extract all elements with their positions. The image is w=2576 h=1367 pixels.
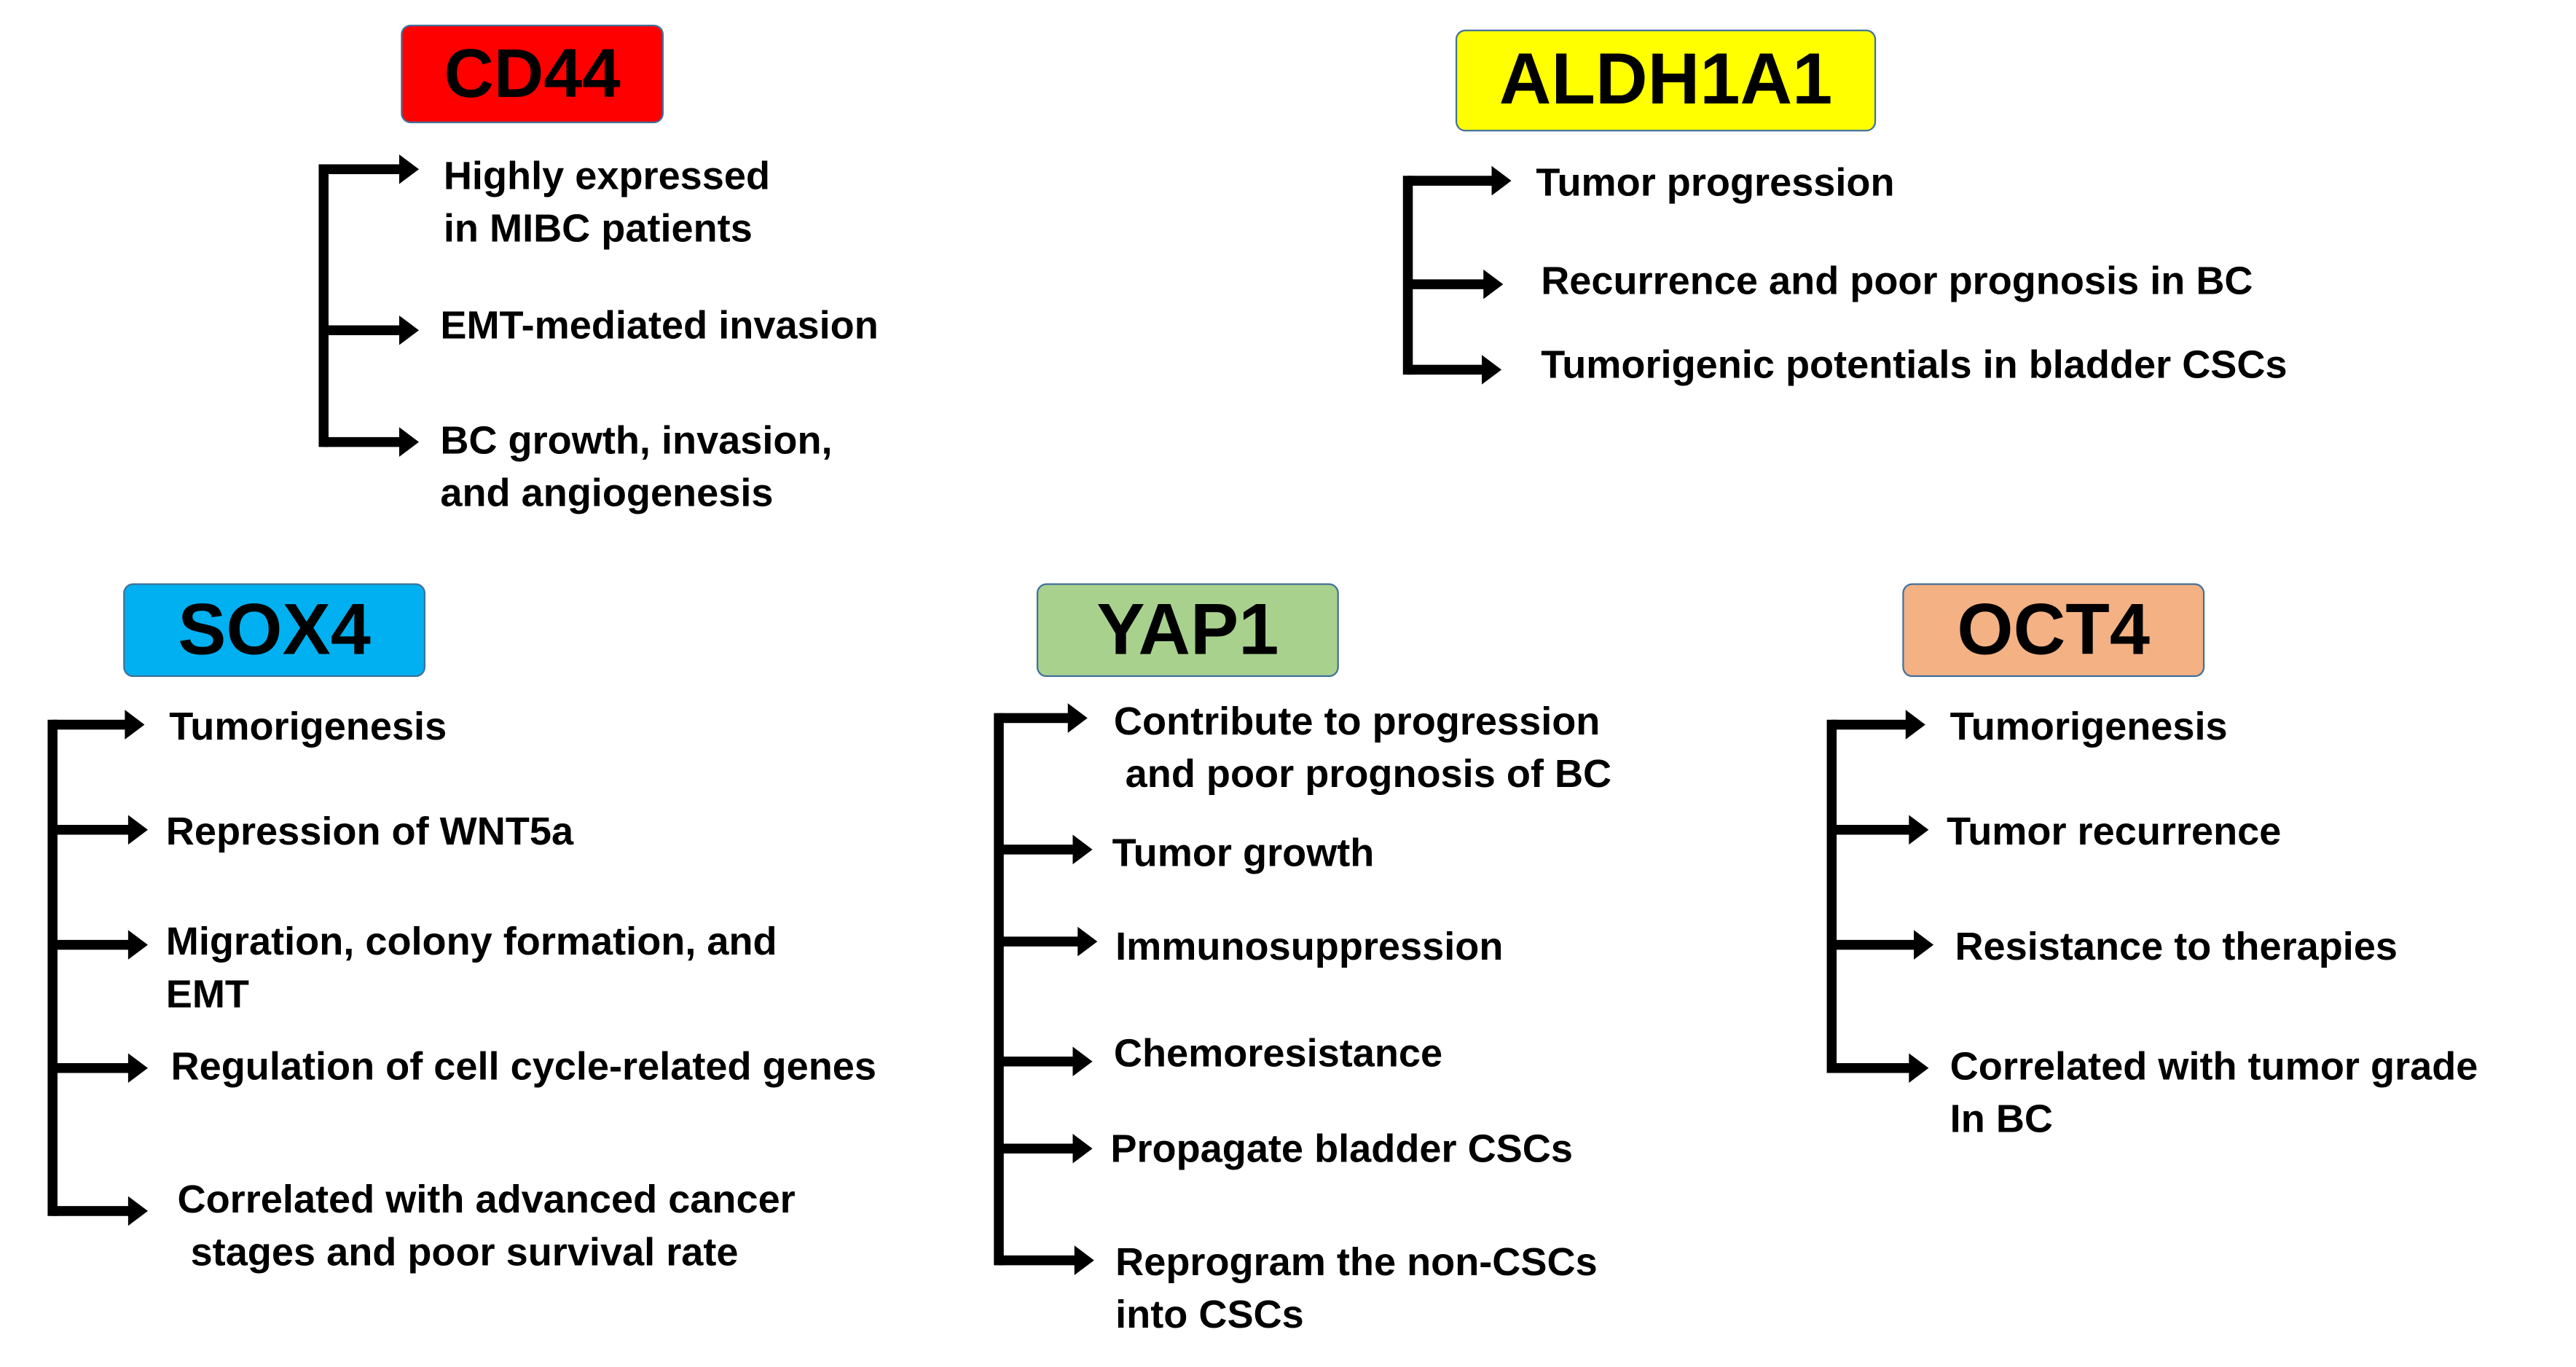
sox4-arrowhead-4: [127, 1053, 148, 1084]
oct4-item-4: Correlated with tumor grade In BC: [1949, 1045, 2478, 1143]
yap1-arrowhead-5: [1072, 1133, 1093, 1164]
oct4-item-3: Resistance to therapies: [1955, 925, 2398, 970]
aldh1a1-box: ALDH1A1: [1455, 29, 1877, 132]
aldh1a1-label: ALDH1A1: [1499, 39, 1833, 120]
yap1-box: YAP1: [1036, 583, 1339, 678]
yap1-item-3: Immunosuppression: [1115, 925, 1504, 970]
yap1-item-5: Propagate bladder CSCs: [1110, 1127, 1573, 1172]
yap1-label: YAP1: [1096, 589, 1279, 670]
yap1-item-4: Chemoresistance: [1113, 1032, 1443, 1077]
oct4-arrowhead-2: [1909, 815, 1929, 845]
sox4-arrowhead-1: [125, 710, 145, 740]
yap1-arrowhead-4: [1072, 1046, 1093, 1077]
sox4-box: SOX4: [123, 583, 426, 678]
sox4-item-2: Repression of WNT5a: [165, 810, 574, 855]
oct4-label: OCT4: [1957, 589, 2151, 670]
oct4-item-1: Tumorigenesis: [1949, 705, 2228, 750]
yap1-arrowhead-6: [1074, 1245, 1094, 1275]
aldh1a1-arrowhead-3: [1482, 355, 1502, 385]
oct4-item-2: Tumor recurrence: [1947, 810, 2282, 855]
aldh1a1-arrowhead-1: [1491, 165, 1512, 196]
yap1-arrowhead-1: [1067, 703, 1088, 733]
aldh1a1-arrowhead-2: [1483, 269, 1504, 299]
cd44-box: CD44: [401, 24, 664, 124]
sox4-label: SOX4: [178, 589, 371, 670]
yap1-item-2: Tumor growth: [1112, 831, 1375, 876]
sox4-arrowhead-5: [127, 1196, 148, 1226]
sox4-arrowhead-3: [127, 930, 148, 960]
aldh1a1-item-3: Tumorigenic potentials in bladder CSCs: [1541, 343, 2288, 388]
cd44-item-3: BC growth, invasion, and angiogenesis: [440, 419, 833, 517]
sox4-item-3: Migration, colony formation, and EMT: [165, 920, 777, 1017]
sox4-item-4: Regulation of cell cycle-related genes: [170, 1045, 876, 1090]
yap1-arrowhead-2: [1072, 834, 1093, 865]
sox4-arrowhead-2: [127, 815, 148, 845]
oct4-arrowhead-1: [1905, 710, 1925, 740]
oct4-arrowhead-4: [1909, 1053, 1929, 1084]
cd44-item-1: Highly expressed in MIBC patients: [443, 154, 771, 252]
yap1-item-1: Contribute to progression and poor progn…: [1113, 700, 1612, 797]
cd44-arrowhead-2: [398, 315, 420, 345]
oct4-box: OCT4: [1902, 583, 2205, 678]
oct4-arrowhead-3: [1914, 930, 1934, 960]
aldh1a1-item-2: Recurrence and poor prognosis in BC: [1541, 259, 2253, 305]
yap1-item-6: Reprogram the non-CSCs into CSCs: [1115, 1240, 1598, 1338]
sox4-item-1: Tumorigenesis: [169, 705, 447, 750]
sox4-item-5: Correlated with advanced cancer stages a…: [177, 1178, 796, 1275]
cd44-label: CD44: [444, 34, 621, 112]
aldh1a1-item-1: Tumor progression: [1536, 160, 1895, 205]
cd44-item-2: EMT-mediated invasion: [440, 304, 879, 349]
cd44-arrowhead-1: [398, 154, 420, 184]
yap1-arrowhead-3: [1077, 926, 1098, 957]
cd44-arrowhead-3: [398, 427, 420, 457]
